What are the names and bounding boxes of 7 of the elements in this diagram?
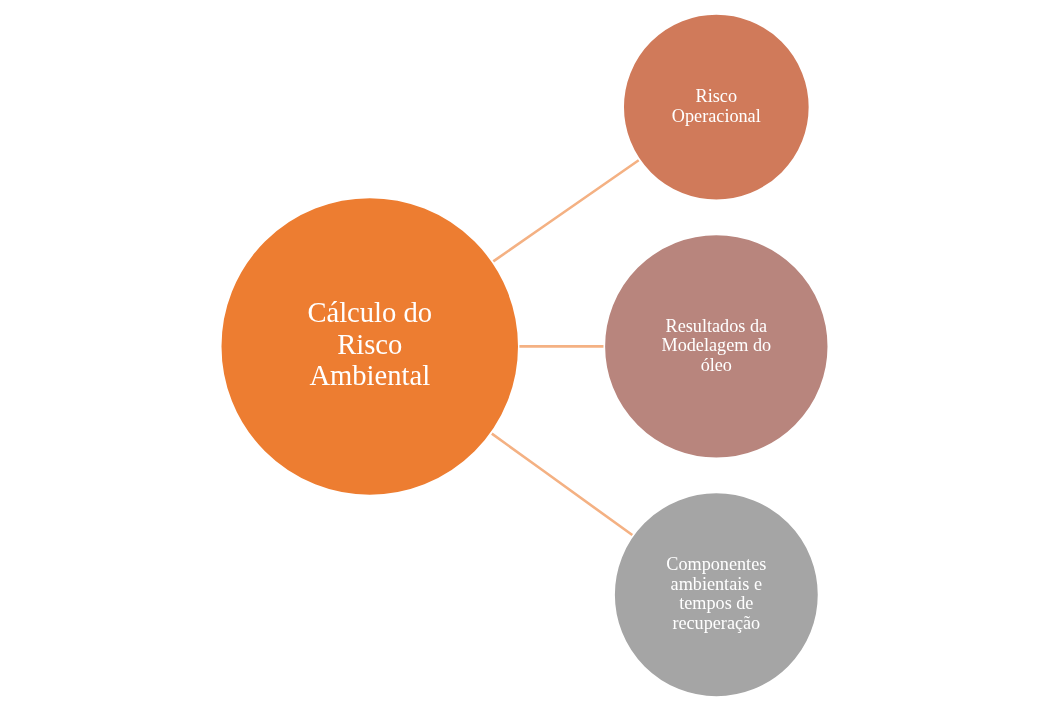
node-circle: Cálculo do Risco Ambiental — [218, 195, 521, 498]
node-circle: Resultados da Modelagem do óleo — [602, 232, 831, 461]
connector — [491, 432, 634, 537]
node-circle: Componentes ambientais e tempos de recuperação — [612, 490, 821, 699]
connector — [492, 159, 640, 263]
node-circle: Risco Operacional — [621, 12, 812, 203]
connector — [519, 345, 604, 348]
